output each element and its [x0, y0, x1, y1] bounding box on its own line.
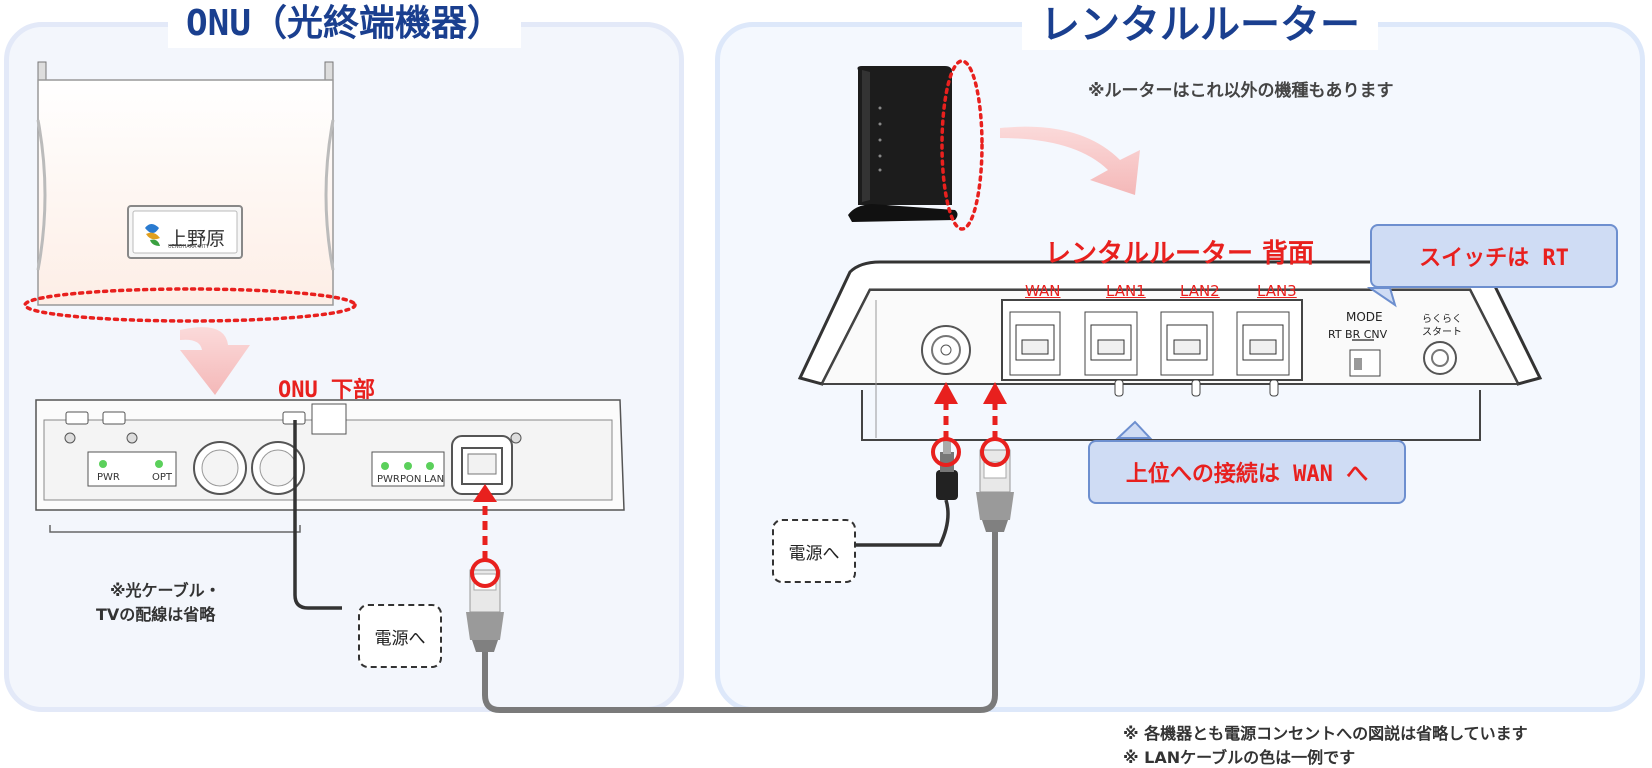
onu-top-view	[23, 61, 357, 323]
router-arrow	[1000, 126, 1140, 195]
router-front-image	[848, 59, 984, 231]
onu-led2-pwr: PWR	[377, 474, 400, 485]
onu-power-box: 電源へ	[358, 604, 442, 668]
omit-note-line2: TVの配線は省略	[96, 605, 216, 624]
onu-power-cable	[293, 420, 342, 610]
omit-note-line1: ※光ケーブル・	[110, 581, 221, 600]
router-back-label: レンタルルーター 背面	[1045, 239, 1315, 269]
onu-bottom-highlight-ellipse	[23, 287, 357, 323]
onu-lan-plug	[466, 569, 504, 652]
onu-led2-pon: PON	[400, 474, 422, 485]
easy-start-line2: スタート	[1422, 327, 1462, 338]
router-back-view	[797, 260, 1543, 441]
onu-logo-sub: UENOHARA CITY	[168, 244, 210, 250]
switch-bubble: スイッチは RT	[1370, 224, 1618, 288]
router-power-cable	[845, 499, 950, 547]
onu-led1-pwr: PWR	[97, 472, 120, 483]
onu-led1-opt: OPT	[152, 472, 173, 483]
mode-options: RT BR CNV	[1328, 328, 1388, 341]
onu-arrow	[180, 327, 250, 395]
port-label-lan3: LAN3	[1257, 282, 1297, 300]
router-power-plug	[936, 440, 958, 500]
onu-bottom-label: ONU 下部	[278, 378, 375, 403]
router-model-note: ※ルーターはこれ以外の機種もあります	[1088, 81, 1394, 101]
omit-brace	[49, 525, 301, 533]
port-label-wan: WAN	[1025, 282, 1061, 300]
wan-bubble: 上位への接続は WAN へ	[1088, 440, 1406, 504]
footnote-1: ※ 各機器とも電源コンセントへの図説は省略しています	[1123, 724, 1528, 743]
easy-start-line1: らくらく	[1422, 314, 1462, 325]
router-panel-title: レンタルルーター	[1022, 0, 1378, 50]
mode-label: MODE	[1346, 310, 1383, 324]
onu-led2-lan: LAN	[424, 474, 445, 485]
onu-panel-title: ONU（光終端機器）	[168, 0, 522, 48]
port-label-lan2: LAN2	[1180, 282, 1220, 300]
onu-bottom-view	[35, 399, 625, 511]
router-lan-plug	[976, 449, 1014, 532]
router-power-box: 電源へ	[772, 519, 856, 583]
footnote-2: ※ LANケーブルの色は一例です	[1123, 748, 1356, 767]
onu-logo-text: 上野原	[168, 228, 226, 250]
lan-cable	[482, 510, 998, 713]
port-label-lan1: LAN1	[1106, 282, 1146, 300]
